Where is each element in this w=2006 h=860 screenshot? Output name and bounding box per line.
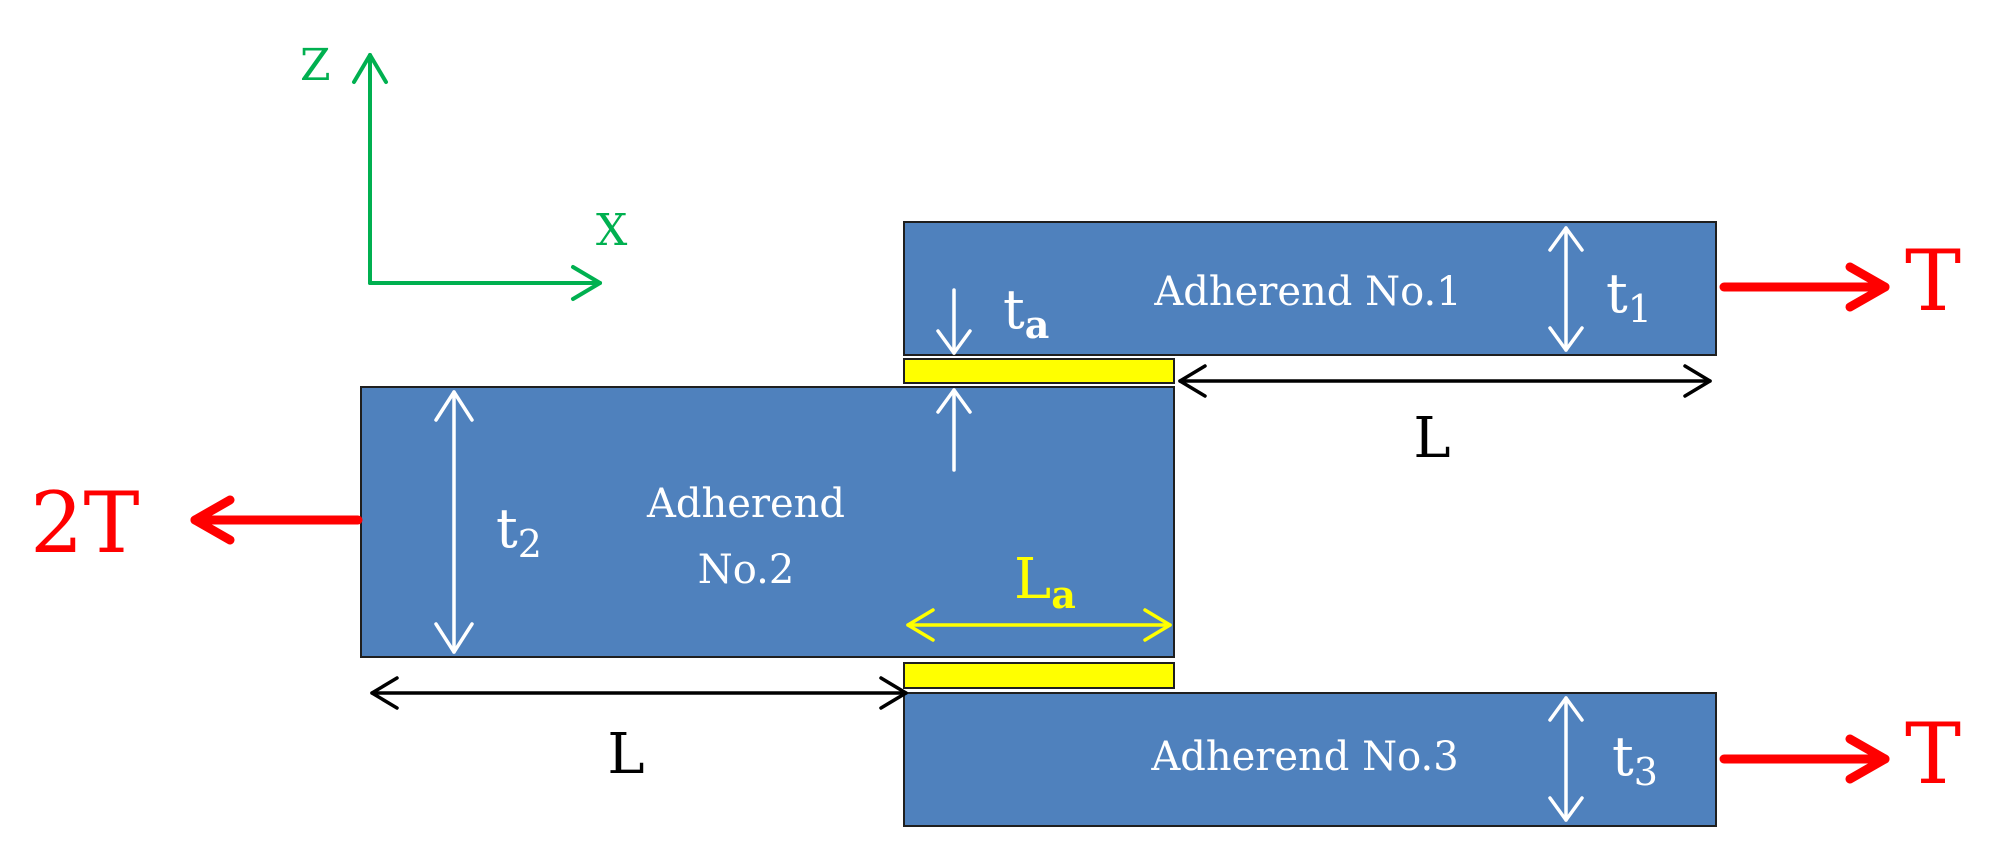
force-arrow-right-bottom: [1719, 734, 1890, 784]
adherend-no1: [903, 221, 1717, 356]
z-axis-arrowhead: [352, 53, 388, 84]
adherend-no2: [360, 386, 1175, 658]
x-axis-arrowhead: [571, 265, 602, 301]
L-label-top: L: [1413, 406, 1450, 471]
force-label-left: 2T: [30, 474, 139, 572]
t1-label: t1: [1606, 262, 1652, 331]
t3-label: t3: [1612, 725, 1658, 794]
t2-dimension-arrow: [434, 390, 474, 654]
ta-dimension-arrows: [936, 288, 972, 472]
adhesive-layer-top: [903, 358, 1175, 384]
t1-dimension-arrow: [1548, 226, 1584, 352]
adherend-no2-label-line2: No.2: [698, 547, 795, 593]
La-dimension-arrow: [906, 608, 1172, 642]
ta-label: ta: [1003, 278, 1049, 347]
force-label-right-top: T: [1905, 232, 1961, 330]
force-label-right-bottom: T: [1905, 705, 1961, 803]
coordinate-axes: [352, 53, 602, 301]
force-arrow-right-top: [1719, 262, 1890, 312]
L-label-bottom: L: [607, 722, 644, 787]
L-dimension-arrow-bottom: [370, 676, 908, 710]
adhesive-layer-bottom: [903, 662, 1175, 689]
z-axis-label: Z: [300, 40, 331, 91]
x-axis-label: X: [596, 205, 628, 256]
force-arrow-left: [190, 495, 363, 545]
adherend-no1-label: Adherend No.1: [1153, 269, 1461, 315]
adherend-no3-label: Adherend No.3: [1150, 734, 1458, 780]
adherend-no2-label-line1: Adherend: [646, 481, 845, 527]
t2-label: t2: [496, 497, 542, 566]
adherend-no3: [903, 692, 1717, 827]
La-label: La: [1014, 547, 1076, 617]
t3-dimension-arrow: [1548, 696, 1584, 822]
L-dimension-arrow-top: [1178, 364, 1712, 398]
